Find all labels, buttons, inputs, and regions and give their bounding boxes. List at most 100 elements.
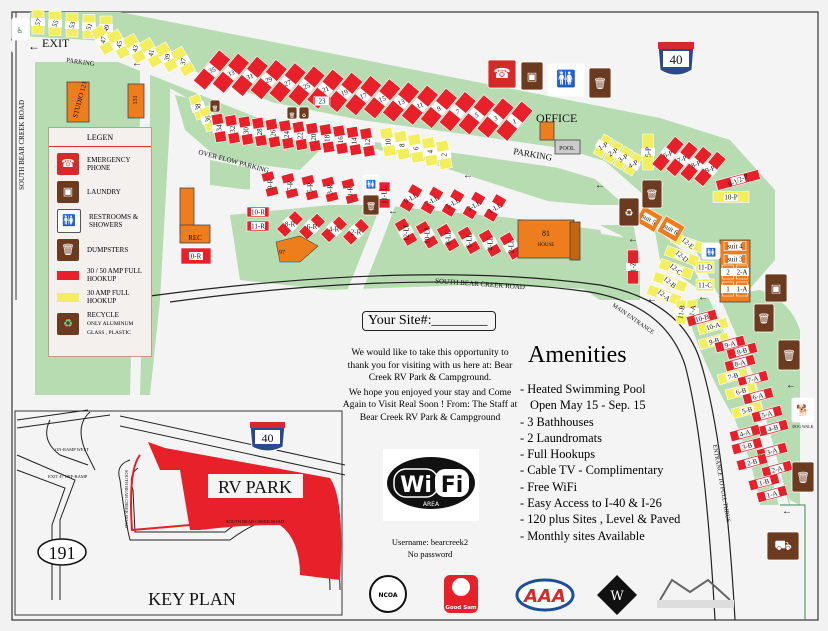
- site-6[interactable]: 6: [407, 133, 426, 164]
- site-2[interactable]: 2: [721, 264, 735, 280]
- site-12-LL[interactable]: 12-LL: [393, 217, 420, 247]
- site-8[interactable]: 8: [393, 130, 412, 161]
- site-6-A[interactable]: 6-A: [741, 386, 775, 406]
- site-10-A[interactable]: 10-A: [696, 316, 730, 336]
- site-20[interactable]: 20: [304, 122, 323, 153]
- site-3[interactable]: 3: [476, 97, 515, 139]
- site-12[interactable]: 12: [358, 127, 377, 158]
- site-4-A[interactable]: 4-A: [728, 423, 762, 443]
- site-25[interactable]: 25: [287, 65, 326, 107]
- site-6-LL[interactable]: 6-LL: [456, 225, 482, 256]
- site-1-A[interactable]: 1-A: [755, 484, 789, 504]
- site-9-A[interactable]: 9-A: [713, 334, 747, 354]
- site-7-P[interactable]: 7-P: [665, 140, 699, 178]
- site-2-A[interactable]: 2-A: [760, 459, 794, 479]
- site-suit-3[interactable]: suit 3: [723, 254, 747, 264]
- site-8-R[interactable]: 8-R: [276, 210, 304, 238]
- site-23[interactable]: 23: [313, 96, 331, 106]
- site-28[interactable]: 28: [250, 116, 269, 147]
- site-27[interactable]: 27: [268, 62, 307, 104]
- site-10[interactable]: 10: [379, 126, 398, 158]
- site-7-R[interactable]: 7-R: [280, 172, 300, 200]
- site-8-B[interactable]: 8-B: [725, 341, 759, 361]
- site-6-B[interactable]: 6-B: [724, 381, 758, 401]
- site-12-D[interactable]: 12-D: [663, 245, 701, 268]
- site-7-B[interactable]: 7-B: [716, 366, 750, 386]
- site-33[interactable]: 33: [211, 52, 250, 94]
- site-10-B[interactable]: 10-B: [685, 308, 719, 328]
- site-12-A[interactable]: 12-A: [645, 284, 683, 307]
- site-12-C[interactable]: 12-C: [657, 258, 695, 281]
- site-3-B[interactable]: 3-B: [730, 436, 764, 456]
- site-15[interactable]: 15: [363, 78, 402, 120]
- site-1-B[interactable]: 1-B: [747, 472, 781, 492]
- site-3-LL[interactable]: 3-LL: [461, 190, 487, 221]
- site-7[interactable]: 7: [438, 91, 477, 133]
- site-6-R[interactable]: 6-R: [298, 212, 326, 241]
- site-9-P[interactable]: 9-P: [693, 150, 727, 188]
- site-2-LL[interactable]: 2-LL: [498, 231, 524, 261]
- svg-text:28: 28: [256, 128, 264, 136]
- site-7-A[interactable]: 7-A: [736, 369, 770, 389]
- site-7-LL[interactable]: 7-LL: [419, 185, 445, 216]
- site-5-A[interactable]: 5-A: [750, 404, 784, 424]
- site-11-R[interactable]: 11-R: [246, 220, 270, 232]
- site-11[interactable]: 11: [400, 84, 439, 126]
- site-2-A[interactable]: 2-A: [735, 264, 749, 280]
- site-57[interactable]: 57: [31, 9, 45, 35]
- site-4-LL[interactable]: 4-LL: [477, 228, 503, 258]
- site-17[interactable]: 17: [344, 75, 383, 117]
- site-3-R[interactable]: 3-R: [320, 175, 340, 203]
- site-5-P[interactable]: 5-P: [641, 133, 655, 171]
- site-2-R[interactable]: 2-R: [342, 217, 370, 246]
- site-16[interactable]: 16: [331, 124, 350, 155]
- site-32[interactable]: 32: [223, 114, 242, 145]
- site-24[interactable]: 24: [277, 119, 296, 150]
- site-4-R[interactable]: 4-R: [320, 215, 348, 244]
- site-0-R[interactable]: 0-R: [180, 247, 212, 265]
- site-9-R[interactable]: 9-R: [260, 170, 280, 198]
- site-12-E[interactable]: 12-E: [669, 232, 707, 255]
- site-26[interactable]: 26: [264, 118, 283, 149]
- site-37[interactable]: 37: [169, 45, 197, 78]
- site-2-B[interactable]: 2-B: [735, 452, 769, 472]
- site-18[interactable]: 18: [318, 123, 337, 154]
- site-1[interactable]: 1: [721, 281, 735, 297]
- site-10-LL[interactable]: 10-LL: [414, 219, 441, 250]
- site-9-LL[interactable]: 9-LL: [398, 183, 424, 213]
- site-13[interactable]: 13: [381, 81, 421, 123]
- site-22[interactable]: 22: [291, 120, 310, 151]
- site-11-D[interactable]: 11-D: [695, 260, 715, 274]
- site-35[interactable]: 35: [192, 49, 232, 91]
- site-4[interactable]: 4: [421, 136, 440, 167]
- site-31[interactable]: 31: [230, 55, 269, 97]
- site-55[interactable]: 55: [48, 11, 62, 36]
- site-suit-5[interactable]: suit 5: [634, 205, 664, 233]
- site-6-P[interactable]: 6-P: [651, 135, 685, 173]
- site-10-P[interactable]: 10-P: [712, 191, 750, 203]
- site-1-Z[interactable]: 1-Z: [626, 249, 640, 285]
- site-4-P[interactable]: 4-P: [621, 151, 644, 177]
- site-8-LL[interactable]: 8-LL: [435, 222, 461, 253]
- site-53[interactable]: 53: [65, 12, 79, 38]
- site-1-R[interactable]: 1-R: [340, 177, 360, 205]
- site-suit-4[interactable]: suit 4: [723, 241, 747, 251]
- site-19[interactable]: 19: [325, 71, 364, 113]
- site-11-C[interactable]: 11-C: [695, 278, 715, 292]
- site-9[interactable]: 9: [419, 87, 458, 129]
- site-30[interactable]: 30: [237, 115, 256, 146]
- site-1-A[interactable]: 1-A: [735, 281, 749, 297]
- site-10-R[interactable]: 10-R: [246, 206, 270, 218]
- site-5[interactable]: 5: [457, 94, 496, 136]
- site-14[interactable]: 14: [345, 125, 364, 157]
- site-8-P[interactable]: 8-P: [679, 145, 713, 183]
- site-8-A[interactable]: 8-A: [723, 353, 757, 373]
- site-1[interactable]: 1: [495, 100, 534, 142]
- site-34[interactable]: 34: [210, 112, 229, 144]
- site-5-LL[interactable]: 5-LL: [440, 188, 466, 218]
- site-2[interactable]: 2: [435, 139, 454, 170]
- site-5-R[interactable]: 5-R: [300, 174, 320, 202]
- site-1-LL[interactable]: 1-LL: [482, 193, 508, 223]
- site-29[interactable]: 29: [249, 59, 288, 101]
- site-suit-6[interactable]: suit 6: [656, 215, 686, 243]
